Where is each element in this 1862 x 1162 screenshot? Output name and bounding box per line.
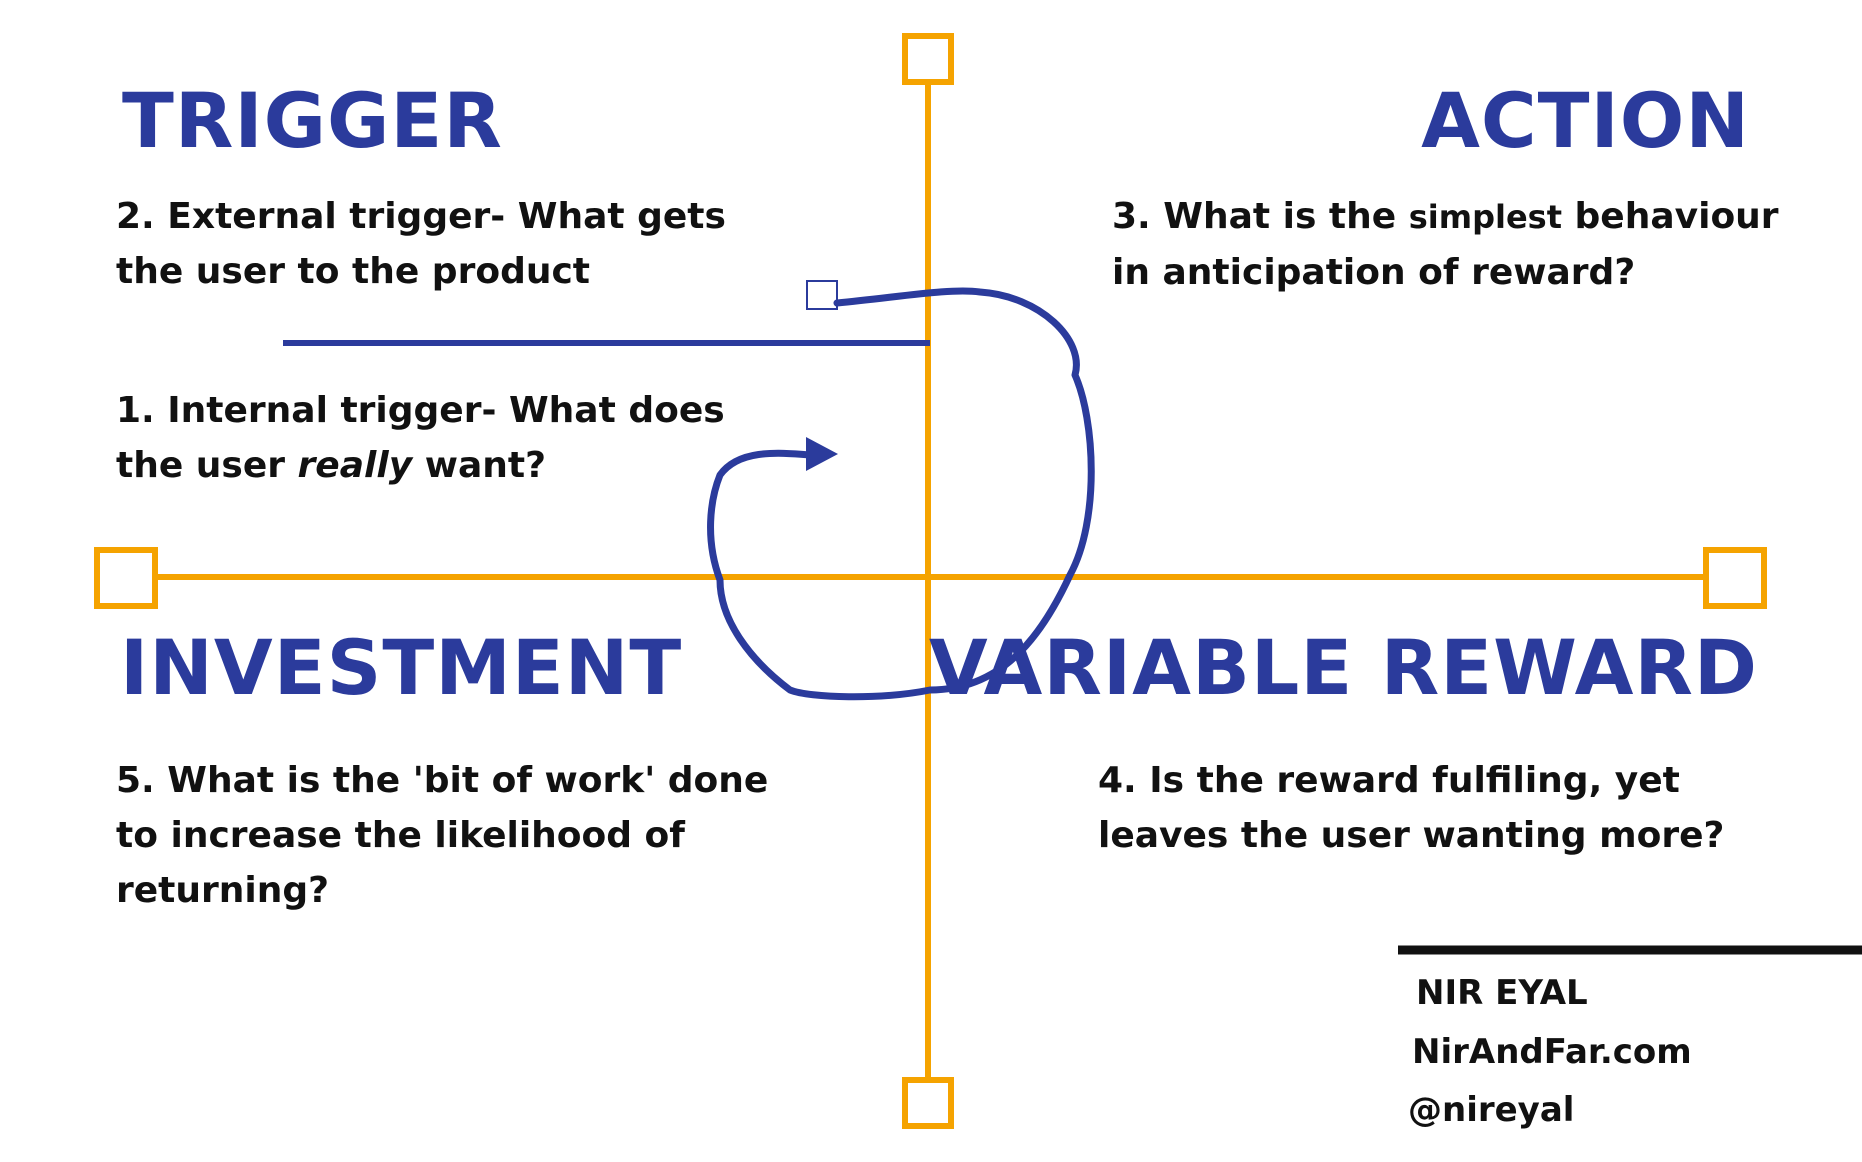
- action-text: 3. What is the simplest behaviour in ant…: [1112, 189, 1832, 300]
- action-line-1: 3. What is the simplest behaviour: [1112, 189, 1832, 245]
- action-part-2: behaviour: [1562, 196, 1779, 237]
- internal-trigger-line-2: the user really want?: [116, 438, 796, 493]
- investment-heading: INVESTMENT: [120, 623, 683, 712]
- internal-trigger-emphasis: really: [297, 445, 413, 486]
- variable-reward-text: 4. Is the reward fulfiling, yet leaves t…: [1098, 753, 1818, 863]
- action-simplest: simplest: [1408, 198, 1562, 236]
- variable-reward-heading: VARIABLE REWARD: [928, 623, 1758, 712]
- external-trigger-line-1: 2. External trigger- What gets: [116, 196, 726, 237]
- action-part-1: 3. What is the: [1112, 196, 1409, 237]
- external-trigger-line-2: the user to the product: [116, 251, 591, 292]
- investment-line-2: to increase the likelihood of: [116, 815, 685, 856]
- axis-end-right: [1703, 547, 1767, 609]
- investment-line-1: 5. What is the 'bit of work' done: [116, 760, 769, 801]
- internal-trigger-part-2: want?: [412, 445, 546, 486]
- external-trigger-text: 2. External trigger- What gets the user …: [116, 189, 776, 299]
- credit-website: NirAndFar.com: [1412, 1032, 1692, 1072]
- axis-end-bottom: [902, 1077, 954, 1129]
- loop-start-square: [806, 280, 838, 310]
- investment-text: 5. What is the 'bit of work' done to inc…: [116, 753, 856, 918]
- internal-trigger-line-1: 1. Internal trigger- What does: [116, 390, 725, 431]
- internal-trigger-text: 1. Internal trigger- What does the user …: [116, 383, 796, 493]
- action-line-2: in anticipation of reward?: [1112, 252, 1636, 293]
- action-heading: ACTION: [1421, 76, 1750, 165]
- variable-reward-line-1: 4. Is the reward fulfiling, yet: [1098, 760, 1680, 801]
- loop-arrowhead: [806, 437, 838, 471]
- credit-name: NIR EYAL: [1416, 973, 1588, 1013]
- credit-handle: @nireyal: [1408, 1090, 1575, 1130]
- hook-loop-curve: [707, 287, 1095, 701]
- variable-reward-line-2: leaves the user wanting more?: [1098, 815, 1725, 856]
- axis-end-left: [94, 547, 158, 609]
- investment-line-3: returning?: [116, 870, 330, 911]
- trigger-heading: TRIGGER: [122, 76, 503, 165]
- axis-end-top: [902, 33, 954, 85]
- internal-trigger-part-1: the user: [116, 445, 298, 486]
